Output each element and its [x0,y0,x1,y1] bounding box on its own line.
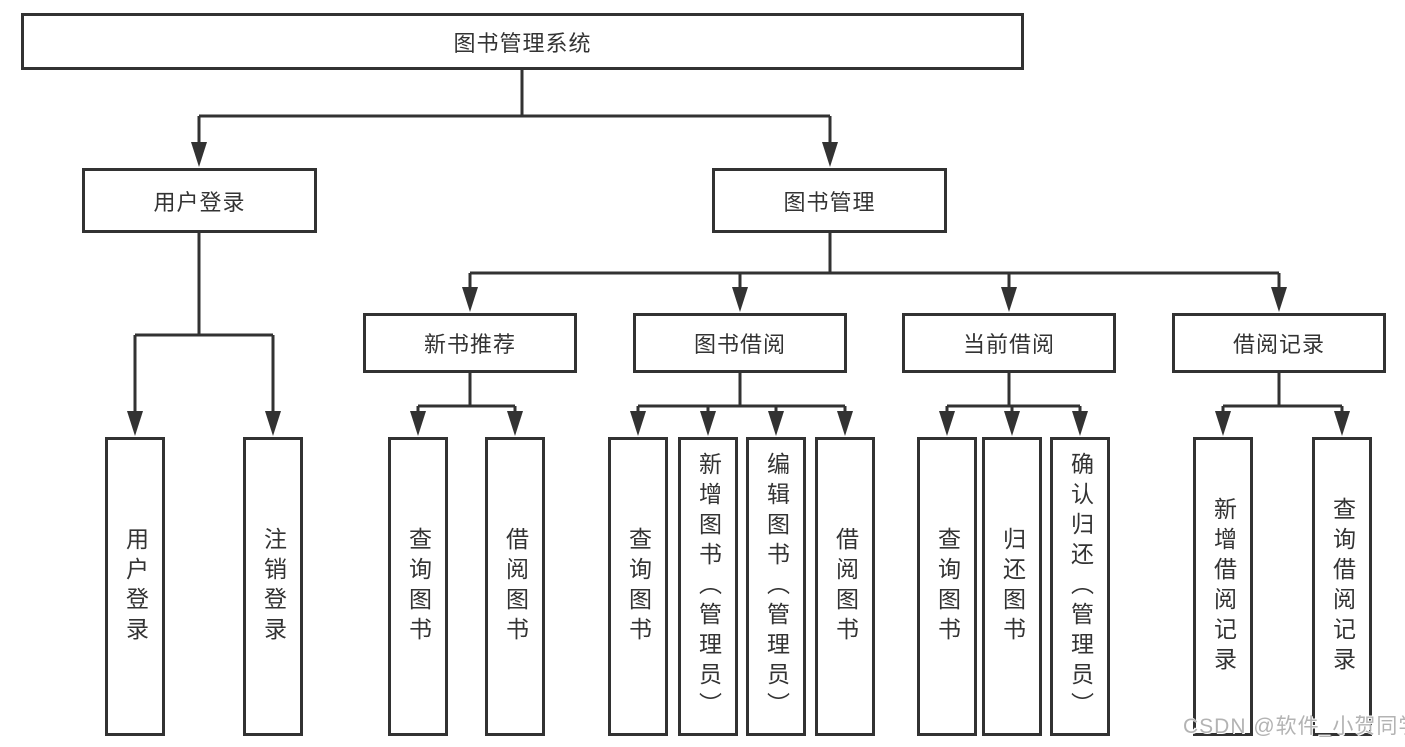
leaf-edit-books-admin: 编辑图书（管理员） [746,437,806,736]
arrow-down-icon [939,411,955,436]
node-root-label: 图书管理系统 [453,30,592,56]
arrow-down-icon [410,411,426,436]
connector-new-book-children [410,373,523,436]
leaf-confirm-return-admin: 确认归还（管理员） [1050,437,1110,736]
leaf-query-books-recommend: 查询图书 [388,437,448,736]
leaf-add-borrow-record: 新增借阅记录 [1193,437,1253,736]
leaf-query-borrow-record: 查询借阅记录 [1312,437,1372,736]
arrow-down-icon [265,411,281,436]
leaf-user-login-label: 用户登录 [122,526,149,647]
leaf-query-books-borrowing: 查询图书 [608,437,668,736]
arrow-down-icon [1001,287,1017,312]
node-new-book-recommend-label: 新书推荐 [423,332,516,357]
node-book-management: 图书管理 [712,168,947,233]
arrow-down-icon [1271,287,1287,312]
leaf-query-books-current-label: 查询图书 [934,526,961,647]
leaf-borrow-books-recommend: 借阅图书 [485,437,545,736]
arrow-down-icon [1334,411,1350,436]
arrow-down-icon [191,142,207,167]
leaf-query-books-recommend-label: 查询图书 [405,526,432,647]
node-book-borrowing-label: 图书借阅 [693,332,786,357]
leaf-confirm-return-admin-label: 确认归还（管理员） [1067,451,1094,722]
node-current-borrowing-label: 当前借阅 [962,332,1055,357]
node-user-login: 用户登录 [82,168,317,233]
leaf-query-books-current: 查询图书 [917,437,977,736]
arrow-down-icon [700,411,716,436]
node-borrowing-records-label: 借阅记录 [1232,332,1325,357]
leaf-add-books-admin: 新增图书（管理员） [678,437,738,736]
node-new-book-recommend: 新书推荐 [363,313,577,373]
leaf-user-login: 用户登录 [105,437,165,736]
connector-current-borrow-children [939,373,1088,436]
connector-user-login-children [127,233,281,436]
arrow-down-icon [507,411,523,436]
connector-book-mgmt-to-level3 [462,233,1287,312]
node-borrowing-records: 借阅记录 [1172,313,1386,373]
arrow-down-icon [768,411,784,436]
arrow-down-icon [732,287,748,312]
connector-book-borrow-children [630,373,853,436]
leaf-return-books-label: 归还图书 [999,526,1026,647]
connector-root-to-level2 [191,70,838,167]
leaf-logout-label: 注销登录 [260,526,287,647]
arrow-down-icon [837,411,853,436]
leaf-add-books-admin-label: 新增图书（管理员） [695,451,722,722]
node-root: 图书管理系统 [21,13,1024,70]
node-book-management-label: 图书管理 [783,189,876,215]
arrow-down-icon [822,142,838,167]
leaf-return-books: 归还图书 [982,437,1042,736]
arrow-down-icon [127,411,143,436]
leaf-borrow-books: 借阅图书 [815,437,875,736]
leaf-logout: 注销登录 [243,437,303,736]
leaf-add-borrow-record-label: 新增借阅记录 [1210,496,1237,677]
csdn-watermark: CSDN @软件_小贺同学 [1183,715,1405,738]
arrow-down-icon [1004,411,1020,436]
arrow-down-icon [630,411,646,436]
leaf-query-borrow-record-label: 查询借阅记录 [1329,496,1356,677]
arrow-down-icon [1072,411,1088,436]
leaf-query-books-borrowing-label: 查询图书 [625,526,652,647]
leaf-borrow-books-label: 借阅图书 [832,526,859,647]
node-book-borrowing: 图书借阅 [633,313,847,373]
node-current-borrowing: 当前借阅 [902,313,1116,373]
leaf-borrow-books-recommend-label: 借阅图书 [502,526,529,647]
node-user-login-label: 用户登录 [153,189,246,215]
arrow-down-icon [1215,411,1231,436]
connector-borrow-records-children [1215,373,1350,436]
leaf-edit-books-admin-label: 编辑图书（管理员） [763,451,790,722]
arrow-down-icon [462,287,478,312]
